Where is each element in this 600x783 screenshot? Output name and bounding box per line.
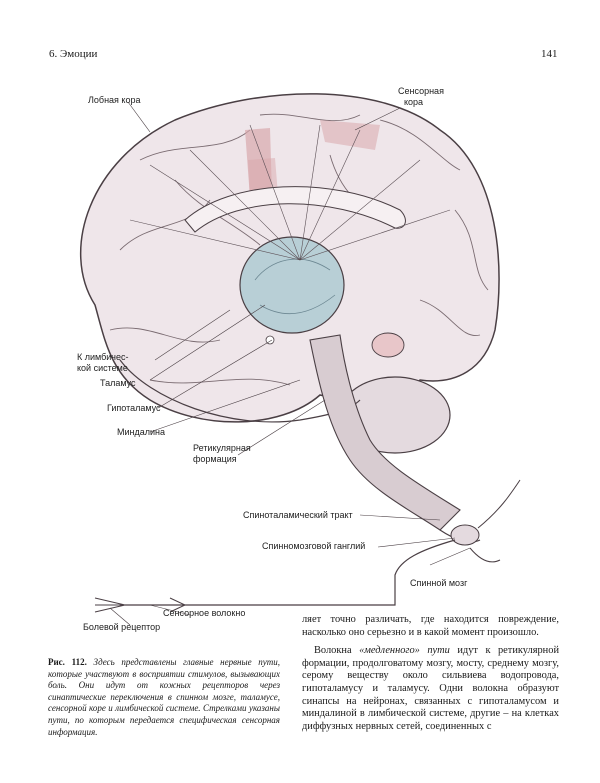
body-paragraph-2: Волокна «медленного» пути идут к ретикул… — [302, 645, 559, 733]
para2-emphasis: «медленного» пути — [359, 645, 450, 657]
label-sensory-fiber: Сенсорное волокно — [163, 608, 246, 618]
label-pain-receptor: Болевой рецептор — [83, 622, 161, 632]
label-amygdala: Миндалина — [117, 427, 166, 437]
label-hypothalamus: Гипоталамус — [107, 403, 161, 413]
para2-start: Волокна — [314, 645, 352, 657]
brain-illustration — [80, 93, 521, 626]
para2-rest: идут к ретикулярной формации, продолгова… — [302, 645, 560, 732]
running-header-chapter: 6. Эмоции — [49, 48, 98, 60]
caption-number: Рис. 112. — [48, 657, 87, 667]
figure-caption: Рис. 112. Здесь представлены главные нер… — [48, 657, 280, 738]
body-column: ляет точно различать, где находится повр… — [302, 614, 559, 733]
label-sensory-cortex-line2: кора — [404, 97, 424, 107]
label-spinal-cord: Спинной мозг — [410, 578, 468, 588]
label-frontal-cortex: Лобная кора — [88, 95, 141, 105]
label-reticular-line2: формация — [193, 454, 237, 464]
brain-pain-pathway-figure: Лобная кора Сенсорная кора К лимбичес- к… — [0, 70, 600, 640]
body-paragraph-1: ляет точно различать, где находится повр… — [302, 614, 559, 638]
label-spinothalamic-tract: Спиноталамический тракт — [243, 510, 353, 520]
label-reticular-line1: Ретикулярная — [193, 443, 251, 453]
page-number: 141 — [541, 48, 558, 60]
caption-text: Здесь представлены главные нервные пути,… — [48, 657, 281, 737]
label-thalamus: Таламус — [100, 378, 136, 388]
label-spinal-ganglion: Спинномозговой ганглий — [262, 541, 366, 551]
label-limbic-line2: кой системе — [77, 363, 128, 373]
label-sensory-cortex-line1: Сенсорная — [398, 86, 444, 96]
label-limbic-line1: К лимбичес- — [77, 352, 129, 362]
